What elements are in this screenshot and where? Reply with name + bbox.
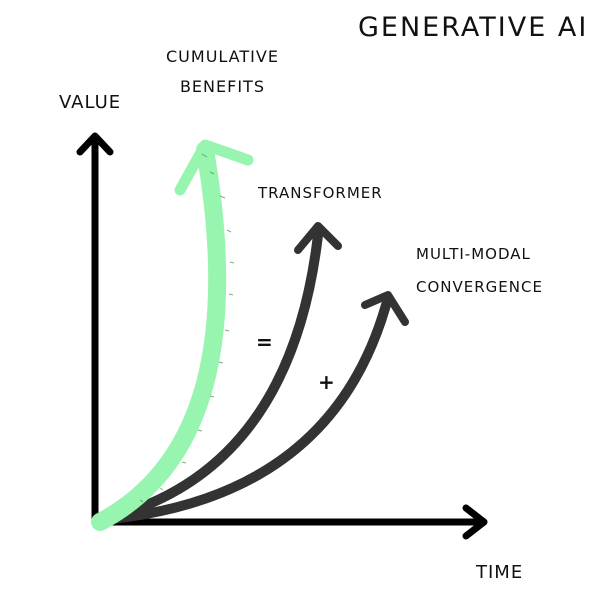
multi-modal-arrowhead	[361, 291, 409, 326]
cumulative-arrowhead	[174, 139, 254, 196]
y-axis-label: VALUE	[59, 92, 122, 113]
cumulative-benefits-label: CUMULATIVE BENEFITS	[166, 47, 279, 96]
cumulative-curve-sketch-marks	[139, 153, 235, 503]
transformer-arrowhead	[294, 222, 342, 254]
y-axis-arrowhead	[76, 132, 114, 156]
equals-operator: =	[256, 330, 274, 354]
transformer-curve-line	[95, 230, 323, 525]
x-axis-label: TIME	[476, 562, 524, 583]
multi-modal-curve	[95, 291, 409, 525]
transformer-label: TRANSFORMER	[258, 184, 383, 202]
x-axis-arrowhead	[462, 504, 488, 540]
transformer-curve	[95, 222, 342, 525]
multi-modal-curve-line	[95, 300, 391, 525]
axes	[76, 132, 488, 540]
diagram-title: GENERATIVE AI	[358, 12, 589, 43]
cumulative-curve-line	[91, 141, 227, 531]
multi-modal-convergence-label: MULTI-MODAL CONVERGENCE	[416, 245, 543, 296]
plus-operator: +	[318, 370, 336, 394]
cumulative-benefits-curve	[91, 139, 254, 531]
